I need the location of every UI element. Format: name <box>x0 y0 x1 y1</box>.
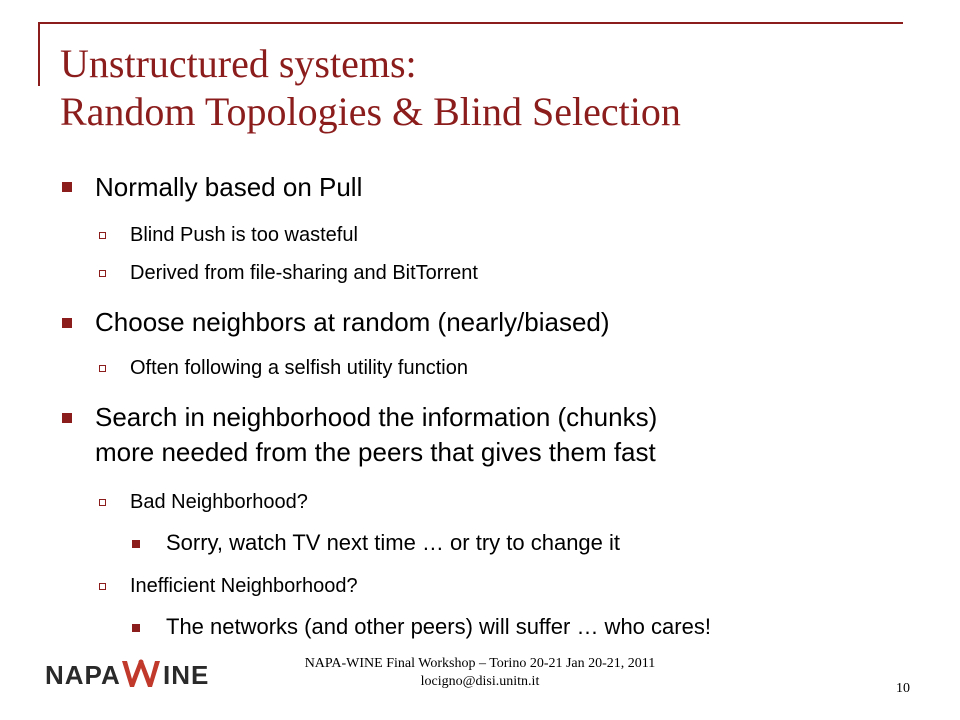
bullet-square-icon <box>62 413 72 423</box>
logo-text-right: INE <box>163 660 210 690</box>
bullet-hollow-square-icon <box>99 499 106 506</box>
bullet-hollow-square-icon <box>99 232 106 239</box>
logo-text-left: NAPA <box>45 660 121 690</box>
bullet-text: Bad Neighborhood? <box>130 491 308 513</box>
bullet-hollow-square-icon <box>99 365 106 372</box>
footer-email: locigno@disi.unitn.it <box>420 674 540 689</box>
bullet-hollow-square-icon <box>99 583 106 590</box>
bullet-square-icon <box>132 624 140 632</box>
bullet-square-icon <box>62 318 72 328</box>
bullet-square-icon <box>62 182 72 192</box>
frame-top-rule <box>38 22 903 24</box>
bullet-text: The networks (and other peers) will suff… <box>166 614 711 639</box>
slide-title: Unstructured systems: Random Topologies … <box>60 40 920 136</box>
bullet-text: Derived from file-sharing and BitTorrent <box>130 262 478 284</box>
bullet-text: Sorry, watch TV next time … or try to ch… <box>166 530 621 555</box>
bullet-hollow-square-icon <box>99 270 106 277</box>
wine-glass-w-icon <box>122 659 160 687</box>
bullet-text: Blind Push is too wasteful <box>130 224 358 246</box>
bullet-text: Search in neighborhood the information (… <box>95 402 658 432</box>
bullet-text: Inefficient Neighborhood? <box>130 575 358 597</box>
title-line-2: Random Topologies & Blind Selection <box>60 89 681 134</box>
page-number: 10 <box>896 681 910 696</box>
bullet-text-continuation: more needed from the peers that gives th… <box>95 437 656 467</box>
bullet-square-icon <box>132 540 140 548</box>
bullet-text: Often following a selfish utility functi… <box>130 357 468 379</box>
bullet-text: Normally based on Pull <box>95 172 363 202</box>
frame-left-rule <box>38 22 40 86</box>
bullet-text: Choose neighbors at random (nearly/biase… <box>95 307 610 337</box>
title-line-1: Unstructured systems: <box>60 41 417 86</box>
footer-event: NAPA-WINE Final Workshop – Torino 20-21 … <box>304 656 656 671</box>
napa-wine-logo: NAPA INE <box>45 656 220 692</box>
